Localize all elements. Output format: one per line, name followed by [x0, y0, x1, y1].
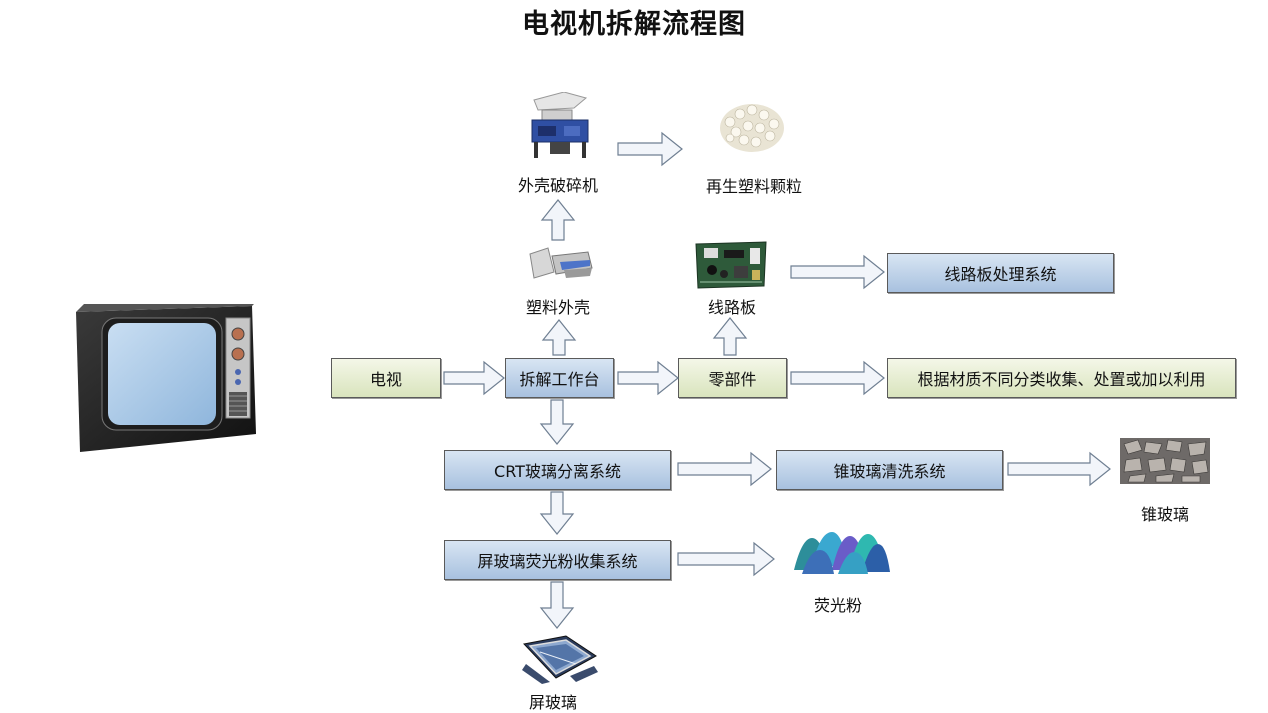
arrow-crt-to-screen: [539, 491, 575, 535]
parts-box: 零部件: [678, 358, 787, 398]
cone-glass-icon: [1120, 438, 1210, 484]
arrow-shredder-to-pellets: [617, 131, 683, 167]
cone-glass-label: 锥玻璃: [1140, 505, 1189, 524]
tv-box: 电视: [331, 358, 441, 398]
plastic-shell-label: 塑料外壳: [525, 298, 590, 317]
cone-cleaning-box: 锥玻璃清洗系统: [776, 450, 1003, 490]
circuit-board-label: 线路板: [707, 298, 756, 317]
arrow-shell-to-shredder: [540, 199, 576, 241]
crt-separation-box: CRT玻璃分离系统: [444, 450, 671, 490]
screen-glass-label: 屏玻璃: [528, 693, 577, 712]
arrow-crt-to-cone: [677, 451, 772, 487]
arrow-pcb-to-system: [790, 254, 885, 290]
arrow-parts-to-pcb: [712, 317, 748, 356]
plastic-shell-icon: [529, 247, 593, 279]
circuit-board-icon: [695, 241, 767, 289]
arrow-workbench-to-parts: [617, 360, 679, 396]
arrow-screen-to-phosphor: [677, 541, 775, 577]
phosphor-icon: [794, 532, 890, 574]
pellets-label: 再生塑料颗粒: [705, 177, 802, 196]
pcb-system-box: 线路板处理系统: [887, 253, 1114, 293]
screen-phosphor-box: 屏玻璃荧光粉收集系统: [444, 540, 671, 580]
arrow-workbench-to-crt: [539, 399, 575, 445]
arrow-cone-to-glass: [1007, 451, 1111, 487]
arrow-workbench-to-shell: [541, 319, 577, 356]
arrow-screen-to-glass: [539, 581, 575, 629]
phosphor-label: 荧光粉: [813, 596, 862, 615]
pellets-icon: [720, 104, 784, 152]
arrow-parts-to-disposal: [790, 360, 885, 396]
shredder-icon: [531, 92, 589, 158]
page-title: 电视机拆解流程图: [522, 9, 746, 40]
disposal-box: 根据材质不同分类收集、处置或加以利用: [887, 358, 1236, 398]
shredder-label: 外壳破碎机: [517, 176, 598, 195]
screen-glass-icon: [522, 635, 598, 684]
tv-icon: [76, 304, 256, 452]
workbench-box: 拆解工作台: [505, 358, 614, 398]
arrow-tv-to-workbench: [443, 360, 505, 396]
